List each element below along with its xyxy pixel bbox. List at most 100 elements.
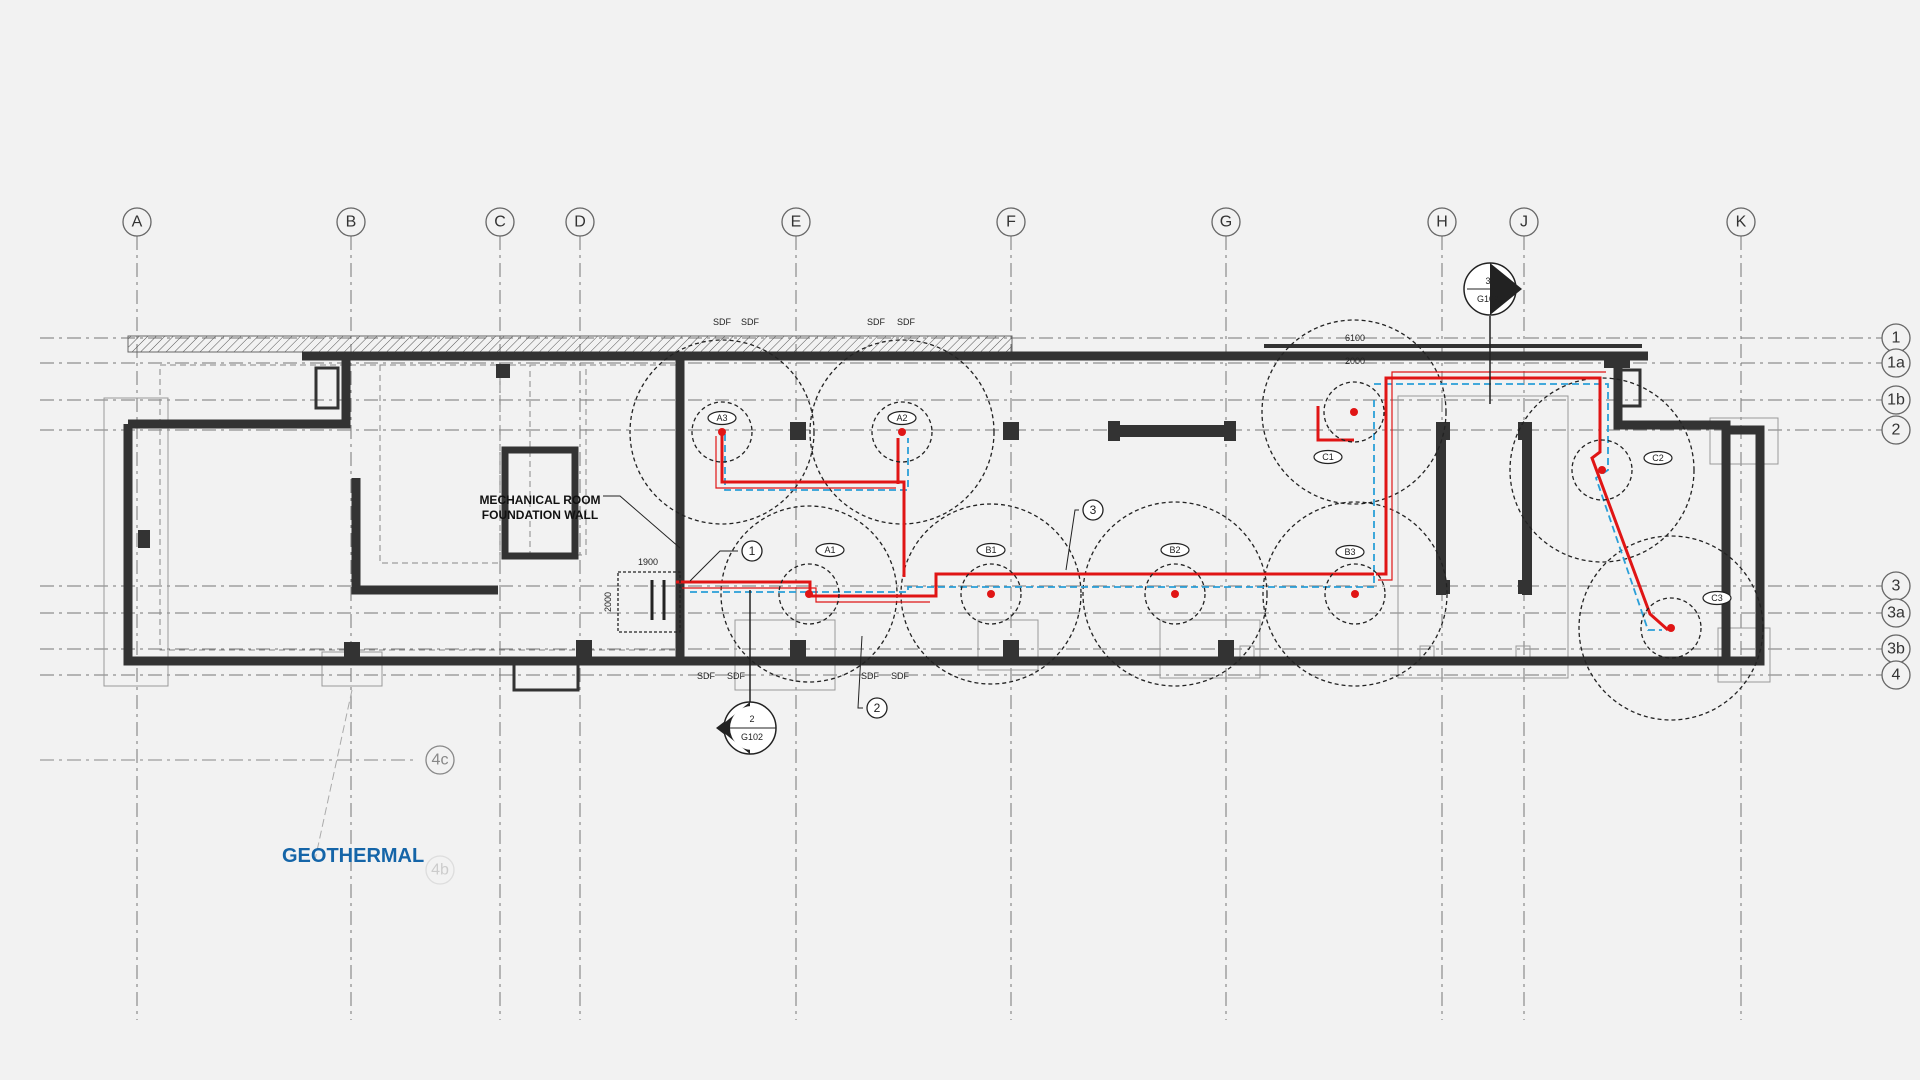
- grid-label-1b: 1b: [1887, 392, 1905, 409]
- section-mark-2-number: 2: [749, 714, 754, 724]
- dashed-outlines: [159, 364, 681, 651]
- supply-piping-offset: [682, 371, 1606, 603]
- grid-label-1a: 1a: [1887, 355, 1905, 372]
- well-bore-c1: [1323, 381, 1385, 443]
- well-radius-c3: [1578, 535, 1764, 721]
- svg-text:SDF: SDF: [897, 317, 916, 327]
- well-tag-c1: [1313, 449, 1343, 465]
- grid-bubble-4c: [425, 745, 455, 775]
- manifold-height-dim: 2000: [603, 592, 613, 612]
- well-radius-a1: [720, 505, 898, 683]
- manifold: [650, 580, 666, 620]
- well-bore-b2: [1144, 563, 1206, 625]
- well-label-a3: A3: [716, 413, 727, 423]
- grid-label-b: B: [346, 214, 357, 231]
- callout-bubble-2: [866, 697, 888, 719]
- well-bore-b3: [1324, 563, 1386, 625]
- leader-4b: [314, 689, 353, 861]
- grid-lines: [40, 236, 1882, 1020]
- footprint-outlines: [103, 395, 1779, 691]
- top-dimension-1: 6100: [1345, 333, 1365, 343]
- manifold-box: [617, 571, 681, 633]
- note-leader: [603, 495, 681, 549]
- well-label-c1: C1: [1322, 452, 1334, 462]
- grid-bubble-e: [781, 207, 811, 237]
- grid-bubble-d: [565, 207, 595, 237]
- grid-label-c: C: [494, 214, 506, 231]
- well-bore-c3: [1640, 597, 1702, 659]
- well-radius-a3: [629, 339, 815, 525]
- hatched-wall: [127, 335, 1013, 353]
- callout-leader-3: [1065, 509, 1079, 571]
- callout-bubble-1: [741, 540, 763, 562]
- grid-label-3b: 3b: [1887, 641, 1905, 658]
- well-bore-a2: [871, 401, 933, 463]
- grid-label-e: E: [791, 214, 802, 231]
- svg-text:SDF: SDF: [741, 317, 760, 327]
- well-label-b1: B1: [985, 545, 996, 555]
- section-mark-2-sheet: G102: [741, 732, 763, 742]
- callout-leader-2: [857, 635, 863, 709]
- manifold-width-dim: 1900: [638, 557, 658, 567]
- well-point-c3: [1667, 624, 1675, 632]
- well-radius-c2: [1509, 377, 1695, 563]
- section-mark-3-sheet: G102: [1477, 294, 1499, 304]
- well-label-a1: A1: [824, 545, 835, 555]
- well-point-b2: [1171, 590, 1179, 598]
- grid-bubble-g: [1211, 207, 1241, 237]
- well-label-c3: C3: [1711, 593, 1723, 603]
- grid-bubble-1a: [1881, 348, 1911, 378]
- note-line-2: FOUNDATION WALL: [482, 508, 598, 522]
- well-label-c2: C2: [1652, 453, 1664, 463]
- well-point-c2: [1598, 466, 1606, 474]
- grid-bubble-c: [485, 207, 515, 237]
- grid-bubble-1b: [1881, 385, 1911, 415]
- well-tag-c3: [1702, 590, 1732, 606]
- callouts: 123: [689, 499, 1104, 719]
- note-line-1: MECHANICAL ROOM: [479, 493, 600, 507]
- well-bore-a1: [778, 563, 840, 625]
- section-mark-3-number: 3: [1485, 276, 1490, 286]
- grid-label-2: 2: [1892, 422, 1901, 439]
- walls: [123, 344, 1765, 666]
- svg-text:SDF: SDF: [867, 317, 886, 327]
- section-mark-2: 2 G102: [716, 590, 777, 755]
- well-tag-c2: [1643, 450, 1673, 466]
- svg-text:SDF: SDF: [891, 671, 910, 681]
- svg-text:SDF: SDF: [861, 671, 880, 681]
- grid-bubble-2: [1881, 415, 1911, 445]
- well-radius-b1: [900, 503, 1082, 685]
- grid-bubble-j: [1509, 207, 1539, 237]
- grid-label-4c: 4c: [432, 752, 449, 769]
- grid-bubble-4: [1881, 660, 1911, 690]
- well-radius-c1: [1261, 319, 1447, 505]
- grid-bubble-k: [1726, 207, 1756, 237]
- callout-bubble-3: [1082, 499, 1104, 521]
- supply-piping: [676, 376, 1669, 632]
- well-point-c1: [1350, 408, 1358, 416]
- callout-label-2: 2: [874, 701, 881, 715]
- well-label-a2: A2: [896, 413, 907, 423]
- well-bore-c2: [1571, 439, 1633, 501]
- svg-text:SDF: SDF: [727, 671, 746, 681]
- well-radius-a2: [809, 339, 995, 525]
- grid-bubble-h: [1427, 207, 1457, 237]
- grid-label-f: F: [1006, 214, 1016, 231]
- columns: [138, 356, 1630, 660]
- callout-leader-1: [689, 550, 738, 582]
- grid-bubble-4b: [425, 855, 455, 885]
- well-label-b3: B3: [1344, 547, 1355, 557]
- well-point-a3: [718, 428, 726, 436]
- well-label-b2: B2: [1169, 545, 1180, 555]
- svg-text:SDF: SDF: [713, 317, 732, 327]
- well-point-b1: [987, 590, 995, 598]
- well-point-a1: [805, 590, 813, 598]
- well-radius-circles: [629, 319, 1764, 721]
- well-radius-b2: [1082, 501, 1268, 687]
- grid-label-d: D: [574, 214, 586, 231]
- grid-label-3: 3: [1892, 578, 1901, 595]
- grid-label-j: J: [1520, 214, 1528, 231]
- grid-label-4: 4: [1892, 667, 1901, 684]
